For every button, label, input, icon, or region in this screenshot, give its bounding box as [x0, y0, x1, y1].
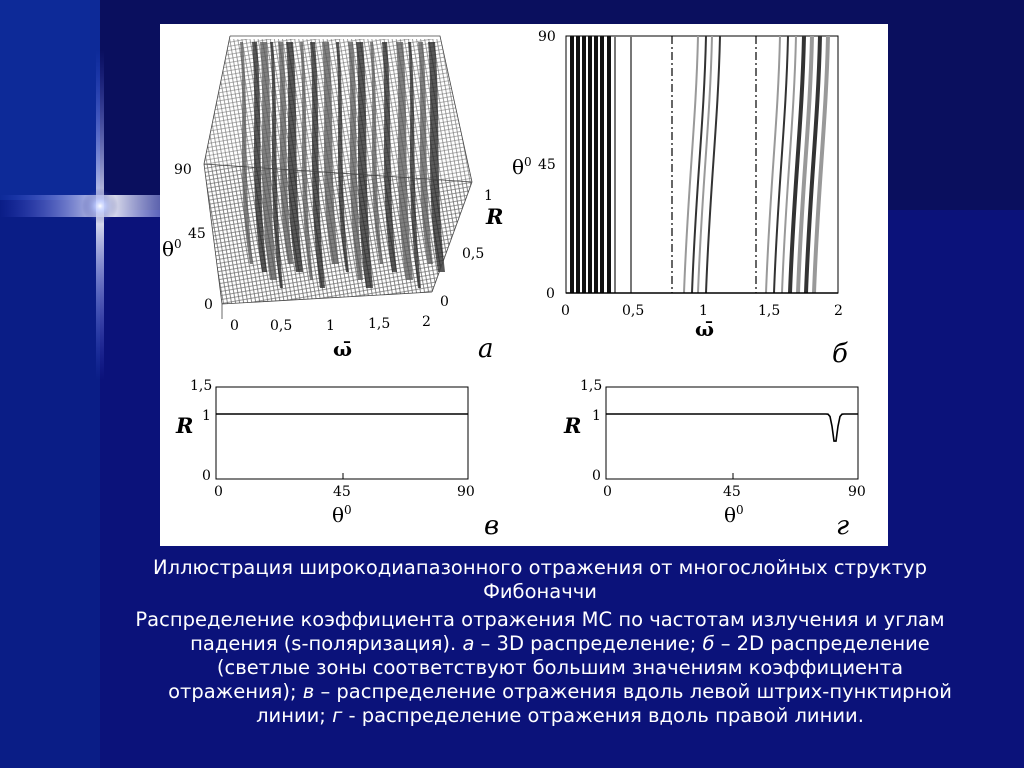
b-y-tick-0: 0 — [546, 286, 555, 302]
g-x-tick-0: 0 — [603, 484, 612, 500]
plot-v-reflection: 1,5 1 0 R 0 45 90 θ0 в — [175, 378, 499, 541]
b-x-label: ω̄ — [695, 317, 714, 341]
g-curve — [606, 413, 858, 442]
desc-part-3: – 2D распределение (светлые зоны соответ… — [168, 632, 930, 703]
b-x-tick-1: 1 — [699, 303, 708, 319]
desc-part-4: – распределение отражения вдоль левой шт… — [256, 680, 952, 727]
a-r-label: R — [485, 204, 503, 229]
desc-part-5: - распределение отражения вдоль правой л… — [342, 704, 864, 727]
g-y-tick-0: 0 — [592, 468, 601, 484]
plot-a-3d-surface: 90 45 0 θ0 1 R 0,5 0 0 0,5 1 1,5 2 ω̄ а — [162, 35, 503, 364]
panel-label-b: б — [832, 339, 848, 369]
v-y-tick-1: 1 — [202, 408, 211, 424]
g-x-tick-45: 45 — [723, 484, 741, 500]
caption: Иллюстрация широкодиапазонного отражения… — [110, 556, 970, 728]
g-x-tick-90: 90 — [848, 484, 866, 500]
desc-letter-g: г — [332, 704, 343, 727]
a-x-tick-0: 0 — [230, 318, 239, 334]
plot-b-2d-map: 90 45 0 θ0 0 0,5 1 1,5 2 ω̄ б — [512, 29, 848, 369]
b-y-label: θ0 — [512, 155, 532, 179]
b-x-tick-05: 0,5 — [622, 303, 644, 319]
desc-part-2: – 3D распределение; — [474, 632, 703, 655]
a-z-tick-0: 0 — [204, 297, 213, 313]
a-x-label: ω̄ — [333, 337, 352, 361]
v-x-tick-90: 90 — [457, 484, 475, 500]
v-x-tick-45: 45 — [333, 484, 351, 500]
desc-letter-b: б — [702, 632, 715, 655]
b-x-tick-2: 2 — [834, 303, 843, 319]
a-z-label: θ0 — [162, 237, 182, 261]
b-x-tick-0: 0 — [561, 303, 570, 319]
v-y-tick-0: 0 — [202, 468, 211, 484]
a-r-tick-0: 0 — [440, 294, 449, 310]
caption-description: Распределение коэффициента отражения МС … — [110, 608, 970, 728]
plot-g-reflection: 1,5 1 0 R 0 45 90 θ0 г — [563, 378, 866, 541]
panel-label-g: г — [836, 511, 849, 541]
panel-label-a: а — [478, 334, 494, 364]
g-y-tick-15: 1,5 — [580, 378, 602, 394]
v-x-tick-0: 0 — [214, 484, 223, 500]
g-y-tick-1: 1 — [592, 408, 601, 424]
a-z-tick-90: 90 — [174, 162, 192, 178]
desc-letter-v: в — [302, 680, 315, 703]
v-y-tick-15: 1,5 — [190, 378, 212, 394]
a-r-tick-05: 0,5 — [462, 246, 484, 262]
g-y-label: R — [563, 413, 581, 438]
a-x-tick-15: 1,5 — [368, 316, 390, 332]
a-x-tick-05: 0,5 — [270, 318, 292, 334]
surface-ridges — [240, 42, 445, 288]
figure-panel: 90 45 0 θ0 1 R 0,5 0 0 0,5 1 1,5 2 ω̄ а … — [160, 24, 888, 546]
a-x-tick-2: 2 — [422, 314, 431, 330]
v-x-label: θ0 — [332, 503, 352, 527]
g-x-label: θ0 — [724, 503, 744, 527]
desc-letter-a: а — [462, 632, 475, 655]
b-x-tick-15: 1,5 — [758, 303, 780, 319]
b-y-tick-45: 45 — [538, 157, 556, 173]
panel-label-v: в — [484, 511, 499, 541]
desc-part-1: Распределение коэффициента отражения МС … — [135, 608, 945, 655]
a-z-tick-45: 45 — [188, 226, 206, 242]
light-flare-icon — [82, 188, 118, 224]
v-y-label: R — [175, 413, 193, 438]
b-y-tick-90: 90 — [538, 29, 556, 45]
a-r-tick-1: 1 — [484, 188, 493, 204]
caption-title: Иллюстрация широкодиапазонного отражения… — [153, 556, 927, 603]
a-x-tick-1: 1 — [326, 318, 335, 334]
